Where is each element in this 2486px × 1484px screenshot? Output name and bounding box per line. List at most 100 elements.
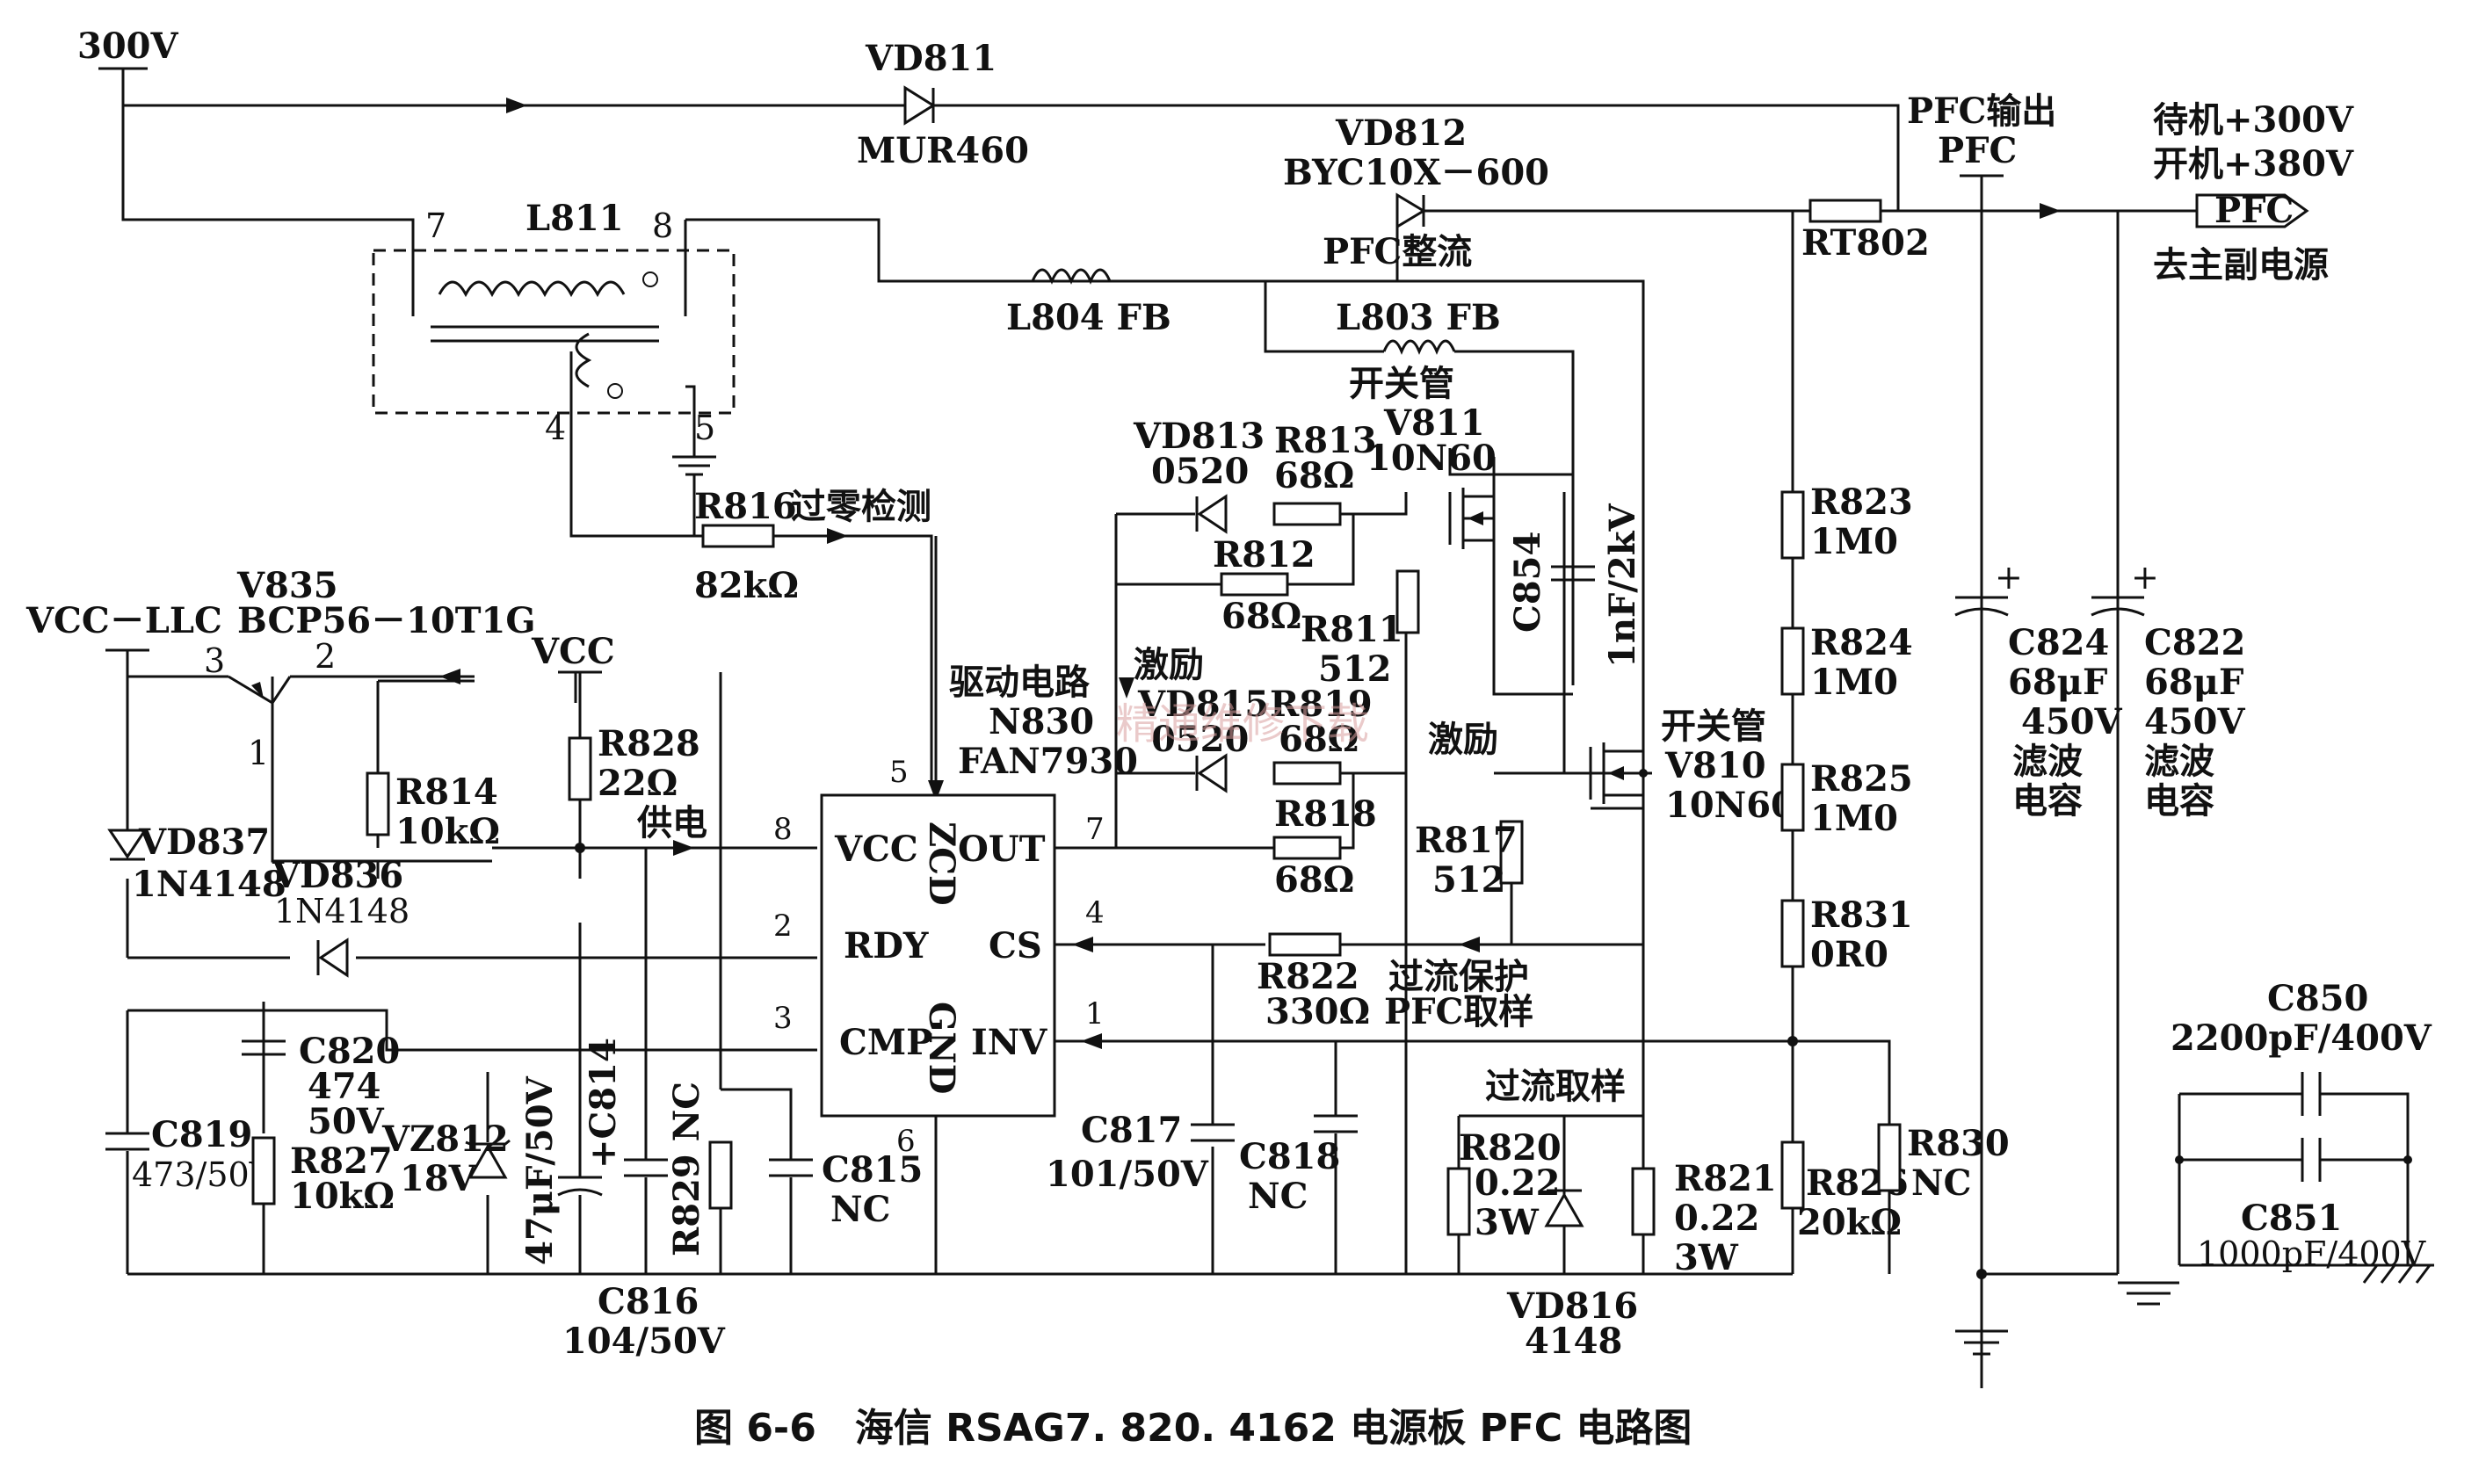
c817-value: 101/50V	[1046, 1154, 1209, 1195]
capacitor-c851: C851 1000pF/400V	[2197, 1138, 2426, 1273]
vd836-ref: VD836	[272, 855, 403, 896]
mosfet-v811: V811 10N60	[1366, 402, 1497, 562]
c850-value: 2200pF/400V	[2171, 1017, 2432, 1059]
filter-label-1b: 电容	[2012, 780, 2083, 822]
r830-value: NC	[1911, 1162, 1971, 1204]
l803-label: L803 FB	[1336, 297, 1501, 338]
inductor-l803: L803 FB 开关管	[1336, 297, 1501, 404]
r825-value: 1M0	[1810, 798, 1898, 839]
watermark: 精通维修下载	[1116, 699, 1369, 749]
signal-arrows	[439, 98, 2061, 1049]
on-voltage: 开机+380V	[2153, 143, 2354, 185]
diode-vd811: VD811 MUR460	[857, 38, 1029, 171]
resistor-r826: R826 20kΩ	[1780, 1140, 1909, 1243]
c818-value: NC	[1248, 1176, 1308, 1217]
r813-ref: R813	[1274, 420, 1377, 461]
oc-sample-label: 过流取样	[1485, 1066, 1626, 1107]
pfc-flag-label: PFC	[2214, 190, 2294, 231]
c824-plus: +	[1995, 558, 2023, 597]
c816-value: 104/50V	[562, 1321, 726, 1362]
switch-label-1: 开关管	[1349, 363, 1454, 404]
v811-ref: V811	[1383, 402, 1485, 444]
junction-dots	[575, 769, 2412, 1279]
r819-ref: R819	[1270, 684, 1373, 725]
l811-label: L811	[525, 198, 624, 239]
mosfet-v810: 开关管 V810 10N60	[1589, 706, 1795, 826]
c854-value: 1nF/2kV	[1602, 503, 1643, 668]
vcc-llc-terminal: VCC－LLC	[25, 600, 222, 677]
vd815-value: 0520	[1151, 719, 1249, 760]
vd837-value: 1N4148	[132, 864, 286, 905]
pfc-rectifier-label: PFC整流	[1323, 231, 1472, 272]
vd813-ref: VD813	[1133, 416, 1265, 457]
resistor-r813: R813 68Ω	[1272, 420, 1377, 526]
pfc-net-label: PFC	[1938, 130, 2017, 171]
l811-pin5: 5	[694, 409, 715, 447]
vd811-value: MUR460	[857, 130, 1029, 171]
c815-value: NC	[830, 1189, 890, 1230]
ocp-label: 过流保护	[1388, 956, 1529, 997]
ic-n830: 驱动电路 N830 FAN7930 VCC RDY CMP OUT CS INV…	[773, 662, 1138, 1159]
c822-value: 68μF	[2144, 662, 2243, 703]
diode-vd836: VD836 1N4148	[272, 855, 410, 978]
r827-value: 10kΩ	[290, 1176, 395, 1217]
resistor-r812: R812 68Ω	[1213, 534, 1315, 637]
r821-ref: R821	[1674, 1158, 1777, 1199]
diode-vd816: VD816 4148	[1506, 1189, 1638, 1362]
c851-value: 1000pF/400V	[2197, 1234, 2426, 1273]
c820-value: 474	[308, 1066, 381, 1107]
inductor-l804: L804 FB	[1006, 268, 1171, 338]
ic-pin-vcc: VCC	[834, 829, 918, 870]
l804-label: L804 FB	[1006, 297, 1171, 338]
vd811-ref: VD811	[865, 38, 997, 79]
c817-ref: C817	[1081, 1110, 1182, 1151]
r827-ref: R827	[290, 1140, 393, 1182]
r814-value: 10kΩ	[395, 811, 500, 852]
excite-label-2: 激励	[1428, 719, 1498, 760]
r812-value: 68Ω	[1221, 596, 1301, 637]
v811-value: 10N60	[1366, 438, 1497, 479]
vcc-label: VCC	[531, 631, 615, 672]
r823-ref: R823	[1810, 481, 1913, 523]
r831-value: 0R0	[1810, 934, 1888, 975]
v835-ref: V835	[236, 565, 338, 606]
r822-ref: R822	[1257, 956, 1359, 997]
ic-pin-zcd: ZCD	[921, 822, 962, 906]
v810-ref: V810	[1664, 745, 1766, 786]
resistor-r823: R823 1M0	[1780, 481, 1913, 562]
r816-ref: R816	[694, 486, 797, 527]
capacitor-c818: C818 NC	[1239, 1114, 1358, 1217]
ic-pin-rdy: RDY	[844, 925, 929, 966]
r823-value: 1M0	[1810, 521, 1898, 562]
v835-pin3: 3	[204, 641, 225, 680]
vd836-value: 1N4148	[274, 892, 410, 930]
vcc-terminal: VCC	[531, 631, 615, 674]
resistor-r827: R827 10kΩ	[251, 1136, 395, 1217]
ic-pin-gnd: GND	[921, 1002, 962, 1094]
resistor-r825: R825 1M0	[1780, 758, 1913, 839]
pfc-output-section: PFC输出 PFC 待机+300V 开机+380V PFC 去主副电源	[1907, 90, 2354, 286]
vz812-ref: VZ812	[381, 1118, 509, 1160]
c851-ref: C851	[2241, 1198, 2342, 1239]
capacitor-c820: C820 474 50V	[242, 1031, 400, 1142]
r816-value: 82kΩ	[694, 565, 799, 606]
zener-vz812: VZ812 18V	[381, 1118, 511, 1199]
r814-ref: R814	[395, 771, 498, 813]
resistor-r821: R821 0.22 3W	[1631, 1158, 1777, 1278]
vd816-ref: VD816	[1506, 1285, 1638, 1327]
vd812-value: BYC10X－600	[1283, 152, 1549, 193]
vd816-value: 4148	[1525, 1321, 1622, 1362]
wires	[121, 69, 2410, 1388]
filter-label-2: 滤波	[2144, 741, 2214, 782]
r820-ref: R820	[1459, 1127, 1562, 1169]
r812-ref: R812	[1213, 534, 1315, 576]
zero-detect-label: 过零检测	[791, 486, 931, 527]
r819-value: 68Ω	[1279, 719, 1359, 760]
diode-vd813: VD813 0520	[1133, 416, 1265, 534]
ground-symbols	[1955, 1263, 2434, 1388]
standby-voltage: 待机+300V	[2153, 99, 2354, 141]
ic-part: FAN7930	[958, 741, 1138, 782]
transformer-l811: 7 L811 8 4 5	[372, 198, 736, 476]
resistor-r831: R831 0R0	[1780, 894, 1913, 975]
capacitor-c817: C817 101/50V	[1046, 1110, 1235, 1195]
